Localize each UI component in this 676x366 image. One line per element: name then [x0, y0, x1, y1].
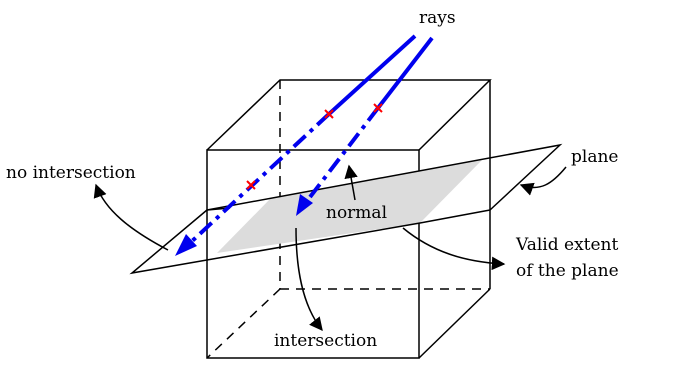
cross-marker: [373, 103, 383, 113]
ray-right: [296, 36, 434, 216]
normal-arrow: [344, 164, 358, 201]
ray-right-arrowhead: [296, 194, 313, 216]
plane-label: plane: [571, 147, 618, 167]
ray-left: [175, 34, 417, 256]
ray-left-arrowhead: [175, 234, 197, 256]
normal-label: normal: [326, 203, 387, 223]
cube-hidden-edges: [206, 80, 490, 359]
pointer-arrows: [93, 164, 567, 332]
cube-visible-edges: [206, 79, 492, 359]
rays-label: rays: [419, 8, 456, 28]
no-intersection-arrow: [93, 183, 169, 251]
no-intersection-label: no intersection: [6, 163, 136, 183]
valid-extent-label-line1: Valid extent: [515, 235, 619, 255]
valid-extent-label-line2: of the plane: [516, 261, 619, 281]
intersection-arrow: [295, 227, 323, 332]
intersection-label: intersection: [274, 331, 377, 351]
valid-extent-region: [217, 160, 482, 253]
valid-extent-arrow: [402, 227, 506, 271]
cross-marker: [324, 109, 334, 119]
cross-marker: [246, 180, 256, 190]
plane-arrow: [519, 166, 567, 196]
